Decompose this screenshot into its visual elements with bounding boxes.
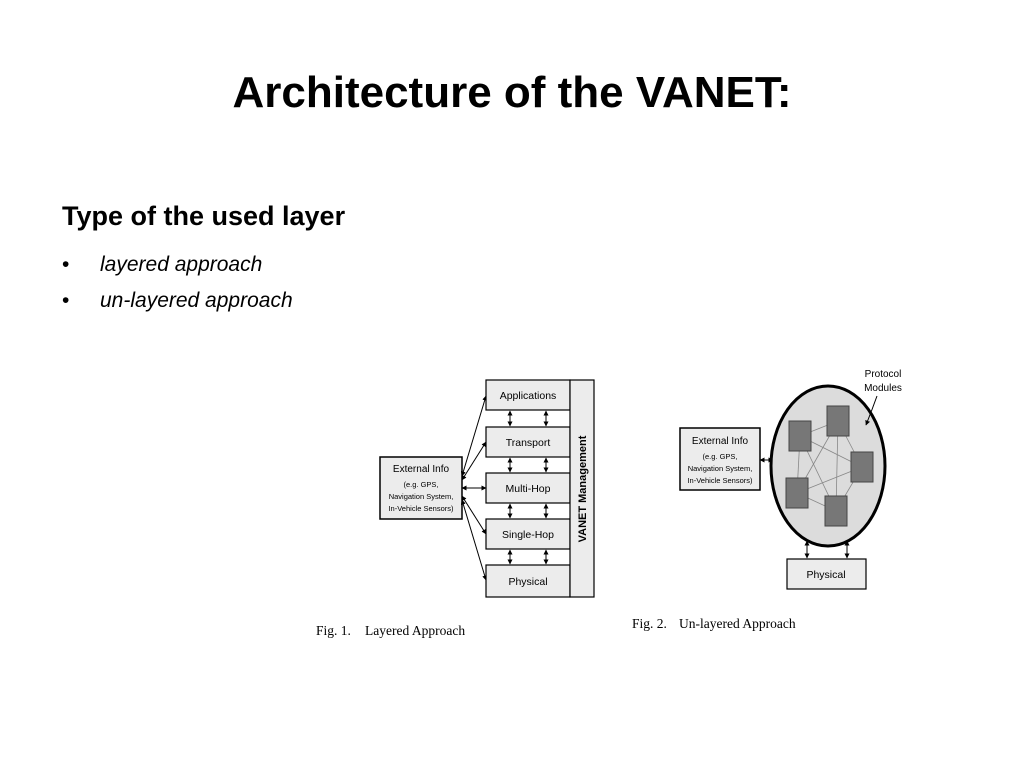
fig1-layer-label: Single-Hop xyxy=(502,529,554,541)
fig2-protocol-module xyxy=(826,405,850,437)
fig2-protocol-module xyxy=(788,420,812,452)
fig2-external-info-line: In-Vehicle Sensors) xyxy=(687,476,753,485)
fig2-protocol-module xyxy=(850,451,874,483)
slide-title: Architecture of the VANET: xyxy=(232,68,792,117)
fig1-external-info-box: External Info (e.g. GPS, Navigation Syst… xyxy=(379,456,463,520)
fig2-physical-box xyxy=(786,558,867,590)
fig2-unlayered-diagram: External Info (e.g. GPS, Navigation Syst… xyxy=(632,369,902,631)
fig1-layer-single-hop xyxy=(485,518,571,550)
fig1-layer-applications xyxy=(485,379,571,411)
section-heading: Type of the used layer xyxy=(62,201,346,231)
fig1-layer-label: Transport xyxy=(506,437,551,449)
fig1-layer-multi-hop xyxy=(485,472,571,504)
fig1-connector-arrows xyxy=(460,395,488,581)
fig2-external-info-line: (e.g. GPS, xyxy=(702,452,737,461)
fig1-layer-physical xyxy=(485,564,571,598)
bullet-item: • un-layered approach xyxy=(62,286,293,322)
bullet-list: • layered approach • un-layered approach xyxy=(62,250,293,322)
bullet-text: un-layered approach xyxy=(100,289,293,312)
fig1-interlayer-arrows xyxy=(507,410,549,565)
fig1-caption-text: Layered Approach xyxy=(365,623,465,638)
fig1-vanet-management-label: VANET Management xyxy=(577,435,589,542)
fig1-layer-stack: Applications Transport Multi-Hop Single-… xyxy=(485,379,571,598)
fig1-caption-number: Fig. 1. xyxy=(316,623,351,638)
fig1-layered-diagram: External Info (e.g. GPS, Navigation Syst… xyxy=(316,379,595,638)
fig2-physical-label: Physical xyxy=(806,569,845,581)
fig1-layer-label: Physical xyxy=(508,576,547,588)
fig1-layer-label: Multi-Hop xyxy=(506,483,551,495)
fig2-protocol-modules xyxy=(785,405,874,527)
fig2-protocol-label-line: Modules xyxy=(864,383,902,394)
fig2-protocol-module xyxy=(824,495,848,527)
bullet-item: • layered approach xyxy=(62,250,293,286)
fig2-protocol-label-line: Protocol xyxy=(865,369,902,380)
fig2-protocol-module xyxy=(785,477,809,509)
fig2-external-info-box: External Info (e.g. GPS, Navigation Syst… xyxy=(679,427,761,491)
bullet-marker: • xyxy=(62,289,70,312)
fig2-protocol-pointer-arrow xyxy=(865,395,878,426)
fig2-external-info-line: Navigation System, xyxy=(688,464,753,473)
fig2-external-info-line: External Info xyxy=(692,436,749,447)
bullet-text: layered approach xyxy=(100,253,263,276)
fig2-caption-number: Fig. 2. xyxy=(632,616,667,631)
fig1-external-info-line: (e.g. GPS, xyxy=(403,480,438,489)
fig1-external-info-line: In-Vehicle Sensors) xyxy=(388,504,454,513)
fig1-external-info-line: External Info xyxy=(393,464,450,475)
fig2-caption-text: Un-layered Approach xyxy=(679,616,796,631)
bullet-marker: • xyxy=(62,253,70,276)
fig1-vanet-management-bar: VANET Management xyxy=(569,379,595,598)
fig1-layer-label: Applications xyxy=(500,390,557,402)
fig1-external-info-line: Navigation System, xyxy=(389,492,454,501)
